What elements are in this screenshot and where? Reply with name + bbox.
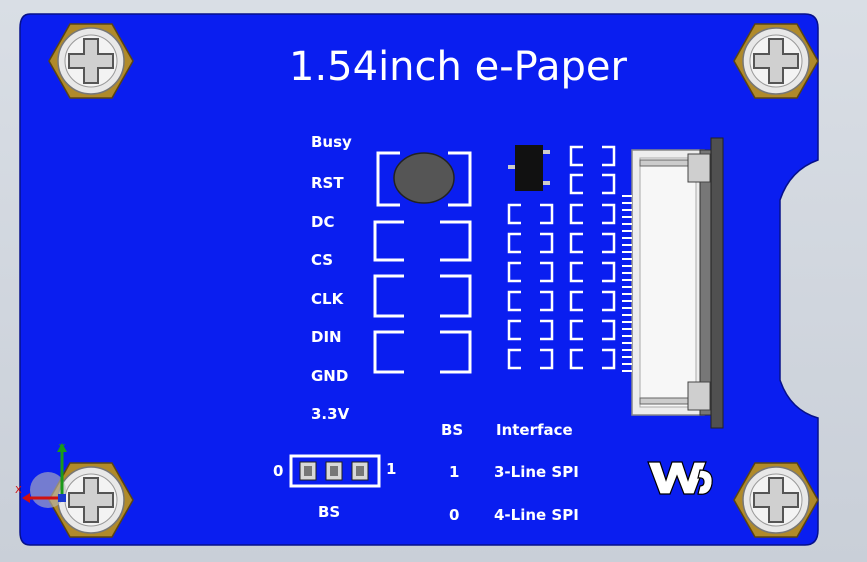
pin-label-rst: RST (311, 174, 344, 192)
pin-label-clk: CLK (311, 290, 344, 308)
table-row-2-interface: 4-Line SPI (494, 506, 579, 524)
axis-triad-icon (22, 443, 67, 508)
screw-bottom-left (48, 462, 134, 538)
pin-label-gnd: GND (311, 367, 349, 385)
screw-top-right (733, 23, 819, 99)
table-row-2-bs: 0 (449, 506, 460, 524)
table-header-bs: BS (441, 421, 464, 439)
screw-top-left (48, 23, 134, 99)
bs-zero-label: 0 (273, 462, 284, 480)
waveshare-logo-icon (647, 461, 713, 495)
table-row-1-bs: 1 (449, 463, 460, 481)
inductor-footprint (376, 151, 472, 207)
table-header-interface: Interface (496, 421, 573, 439)
bs-jumper (289, 454, 381, 488)
bs-one-label: 1 (386, 460, 397, 478)
inductor-body (393, 152, 455, 204)
transistor (508, 145, 550, 191)
fpc-connector (622, 137, 724, 429)
table-row-1-interface: 3-Line SPI (494, 463, 579, 481)
small-footprints (507, 145, 616, 370)
pin-label-3v3: 3.3V (311, 405, 350, 423)
pcb-board (19, 13, 819, 546)
axis-y-label: Y (59, 443, 66, 454)
screw-bottom-right (733, 462, 819, 538)
board-title: 1.54inch e-Paper (289, 44, 627, 90)
pin-label-cs: CS (311, 251, 334, 269)
pin-label-dc: DC (311, 213, 335, 231)
pin-label-busy: Busy (311, 133, 352, 151)
pin-label-din: DIN (311, 328, 342, 346)
cap-footprints-left (373, 220, 472, 374)
axis-x-label: X (15, 485, 22, 496)
bs-switch-label: BS (318, 503, 341, 521)
